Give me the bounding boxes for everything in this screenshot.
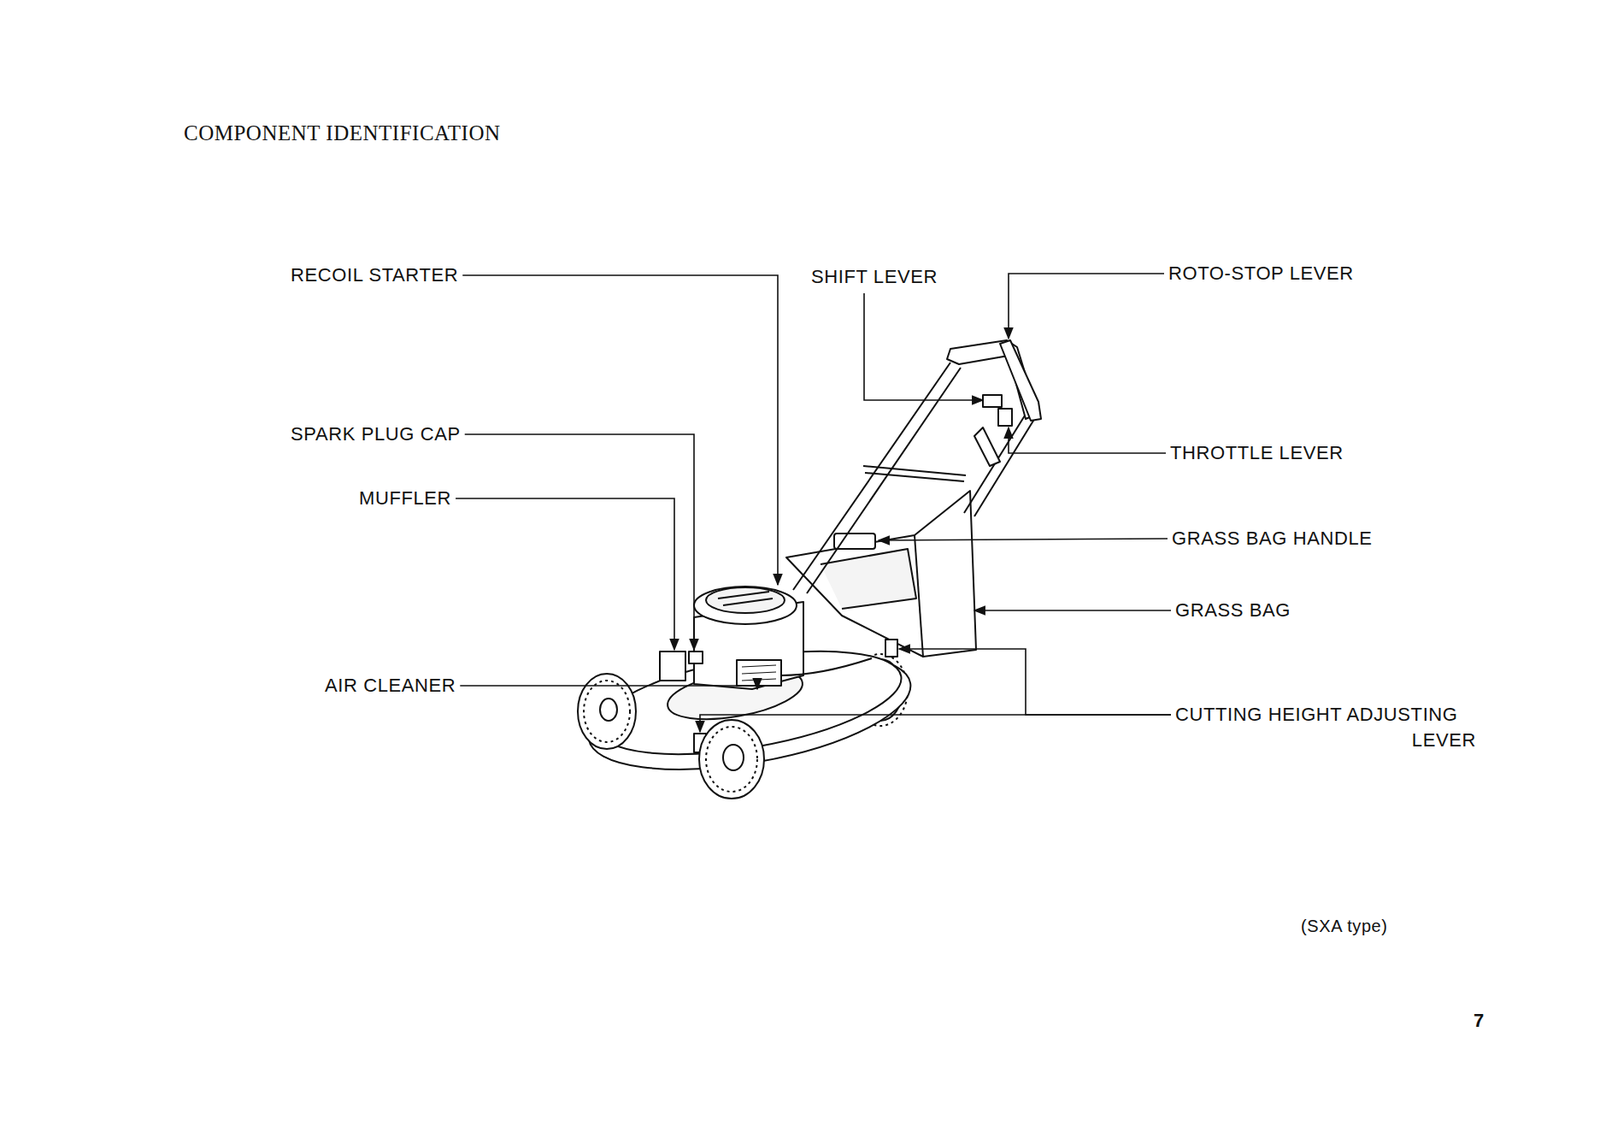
leader-line	[899, 648, 1171, 715]
cable	[781, 658, 872, 676]
leader-line	[459, 685, 758, 689]
spark-plug-cap	[688, 651, 703, 664]
leader-line	[1008, 273, 1165, 339]
handle-rail	[793, 362, 961, 594]
leader-line	[455, 498, 675, 650]
leader-line	[974, 609, 1171, 612]
throttle-lever	[998, 408, 1012, 426]
leader-line	[878, 538, 1168, 541]
page-number: 7	[1473, 1007, 1485, 1034]
part-label: GRASS BAG	[1175, 597, 1291, 624]
part-label: GRASS BAG HANDLE	[1171, 525, 1373, 552]
shift-lever	[982, 394, 1002, 407]
part-label: CUTTING HEIGHT ADJUSTING LEVER	[1175, 701, 1477, 753]
part-label: ROTO-STOP LEVER	[1168, 260, 1354, 287]
part-label: SHIFT LEVER	[811, 264, 938, 290]
part-label: SPARK PLUG CAP	[290, 421, 461, 448]
part-label: AIR CLEANER	[324, 672, 456, 699]
leader-line	[700, 714, 1171, 732]
part-label: THROTTLE LEVER	[1170, 440, 1344, 466]
leader-line	[464, 434, 695, 650]
front-right-wheel	[699, 719, 765, 799]
leader-line	[864, 293, 983, 400]
air-cleaner	[736, 659, 782, 686]
muffler	[659, 651, 686, 681]
grass-bag-handle	[834, 533, 876, 549]
leader-line	[462, 275, 778, 585]
leader-line	[1008, 427, 1166, 453]
recoil-starter	[705, 587, 785, 613]
page-title: COMPONENT IDENTIFICATION	[183, 121, 501, 146]
part-label: MUFFLER	[358, 485, 452, 512]
model-note: (SXA type)	[1300, 912, 1389, 939]
grass-bag	[786, 490, 977, 657]
part-label: RECOIL STARTER	[290, 262, 459, 289]
